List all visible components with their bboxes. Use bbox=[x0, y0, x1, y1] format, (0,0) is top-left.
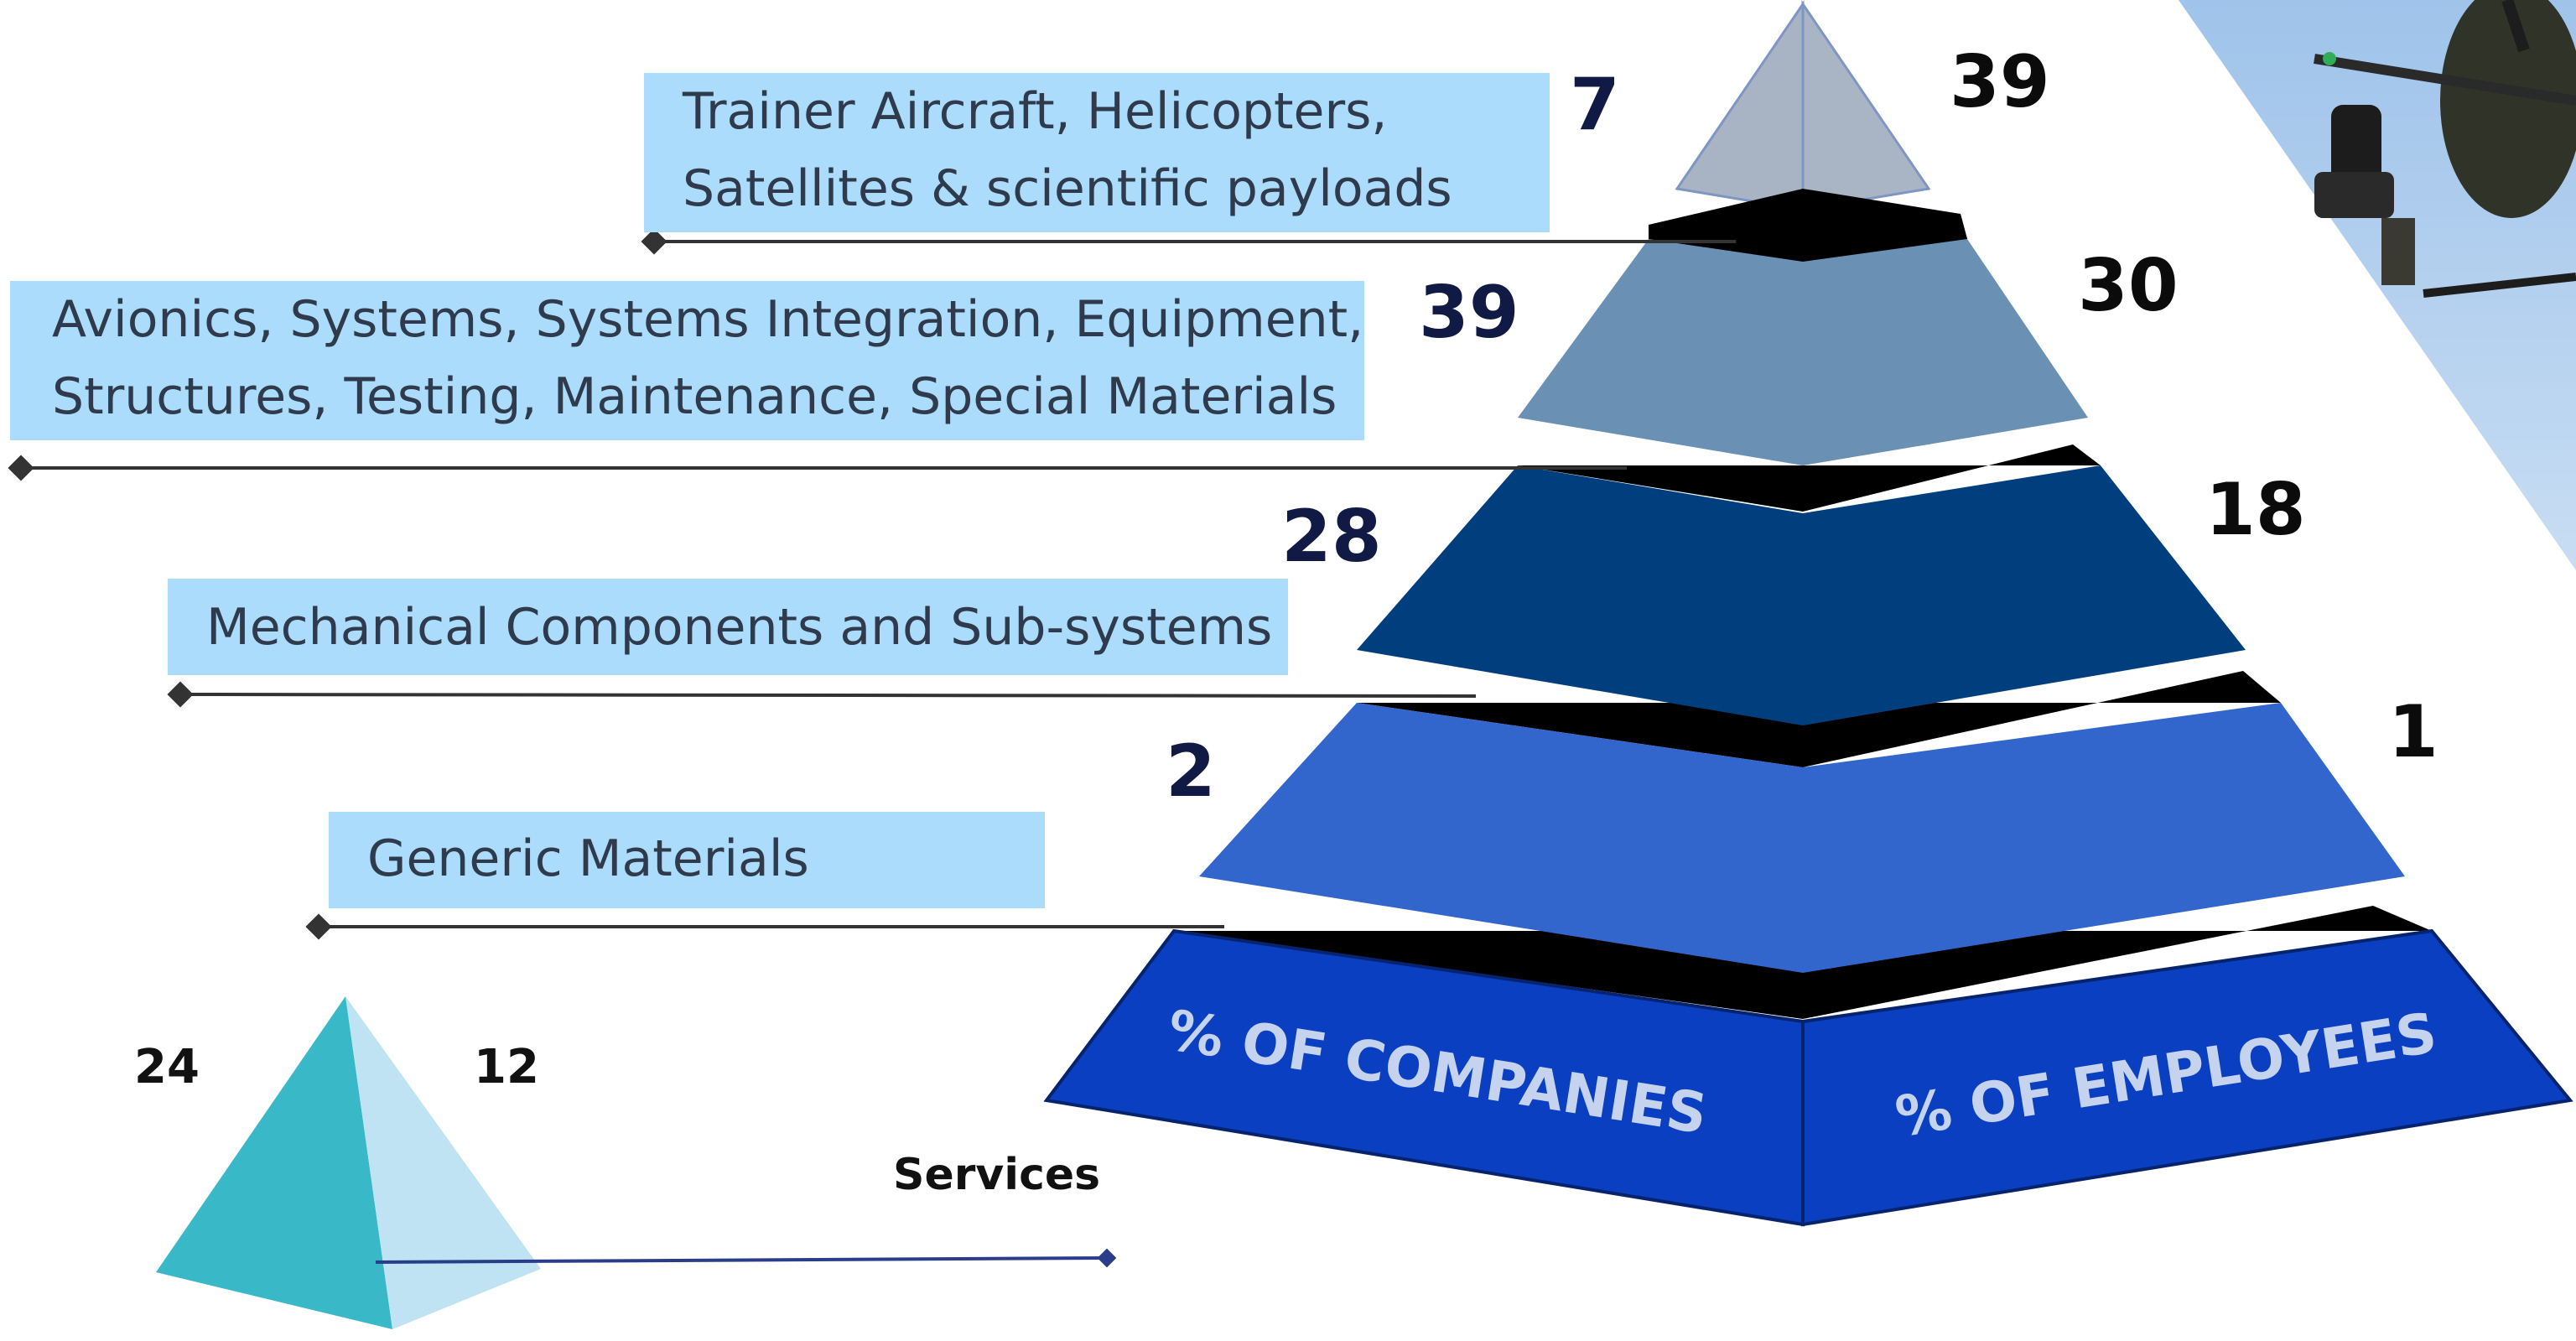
services-companies: 24 bbox=[134, 1040, 200, 1094]
tier-1-companies: 7 bbox=[1570, 63, 1620, 147]
helicopter-photo bbox=[2179, 0, 2576, 570]
pyramid-tier-3 bbox=[1357, 465, 2246, 725]
pyramid-base: % OF COMPANIES % OF EMPLOYEES bbox=[1043, 928, 2573, 1227]
pyramid-tier-2 bbox=[1518, 189, 2088, 465]
tier-4-companies: 2 bbox=[1166, 730, 1216, 813]
tier-label-line: Satellites & scientific payloads bbox=[683, 159, 1452, 218]
tier-label-line: Generic Materials bbox=[367, 829, 809, 888]
tier-2-companies: 39 bbox=[1419, 271, 1519, 355]
tier-label-mechanical: Mechanical Components and Sub-systems bbox=[168, 579, 1288, 675]
tier-label-aircraft: Trainer Aircraft, Helicopters, Satellite… bbox=[644, 73, 1550, 232]
tier-label-line: Mechanical Components and Sub-systems bbox=[206, 598, 1273, 657]
tier-4-employees: 1 bbox=[2388, 690, 2438, 774]
tier-label-line: Trainer Aircraft, Helicopters, bbox=[683, 82, 1388, 141]
pyramid-tier-4 bbox=[1199, 703, 2405, 973]
services-pyramid bbox=[156, 996, 1117, 1329]
services-employees: 12 bbox=[474, 1040, 539, 1094]
tier-label-generic: Generic Materials bbox=[329, 812, 1045, 908]
tier-3-employees: 18 bbox=[2205, 468, 2306, 552]
tier-label-line: Structures, Testing, Maintenance, Specia… bbox=[52, 367, 1337, 426]
tier-3-companies: 28 bbox=[1281, 495, 1382, 579]
services-label: Services bbox=[893, 1150, 1101, 1200]
tier-label-line: Avionics, Systems, Systems Integration, … bbox=[52, 290, 1364, 349]
tier-2-employees: 30 bbox=[2078, 244, 2179, 328]
tier-separator bbox=[1518, 444, 2101, 512]
tier-1-employees: 39 bbox=[1950, 40, 2050, 124]
tier-label-avionics: Avionics, Systems, Systems Integration, … bbox=[10, 281, 1364, 440]
pyramid-tier-1 bbox=[1675, 0, 1931, 211]
tier-connector-lines bbox=[8, 228, 1736, 940]
